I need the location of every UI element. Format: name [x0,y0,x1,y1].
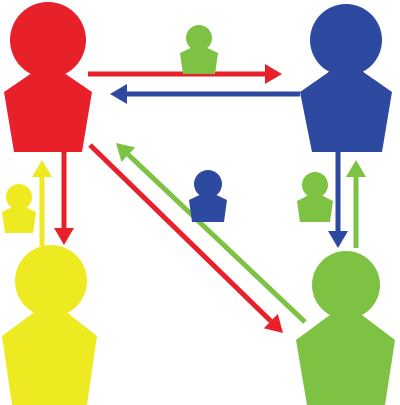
small-green-top-icon [180,25,218,74]
people-layer [2,2,395,405]
blue-person-body [300,60,392,152]
arrow-red-person-to-blue-person-arrowhead [265,64,282,84]
small-blue-center-head [194,170,222,198]
arrow-blue-person-to-red-person-arrowhead [110,84,127,104]
arrow-yellow-person-to-red-person-arrowhead [32,160,52,177]
arrow-red-person-to-yellow-person [54,152,74,245]
yellow-person-icon [2,245,97,405]
blue-person-icon [300,4,392,152]
small-yellow-left-body [2,204,36,233]
green-person-body [296,303,395,405]
arrow-yellow-person-to-red-person [32,160,52,246]
arrow-blue-person-to-green-person [328,152,348,248]
arrow-blue-person-to-red-person [110,84,300,104]
arrow-green-person-to-red-person-shaft [126,152,307,324]
green-person-icon [296,251,395,405]
arrow-green-person-to-red-person-arrowhead [116,143,136,162]
arrow-green-person-to-red-person [116,143,307,324]
red-person-body [4,62,92,152]
arrows-layer [32,64,366,333]
small-green-top-head [186,25,212,51]
small-yellow-left-head [6,184,32,210]
yellow-person-head [15,245,87,317]
small-green-top-body [180,44,218,74]
red-person-icon [4,2,92,152]
small-green-right-icon [297,172,333,222]
arrow-green-person-to-blue-person [346,160,366,248]
small-blue-center-body [189,191,227,222]
small-green-right-body [297,192,333,222]
small-blue-center-icon [189,170,227,222]
arrow-red-person-to-yellow-person-arrowhead [54,228,74,245]
small-yellow-left-icon [2,184,36,233]
arrow-red-person-to-green-person-shaft [88,143,273,323]
blue-person-head [310,4,382,76]
yellow-person-body [2,300,97,405]
arrow-green-person-to-blue-person-arrowhead [346,160,366,177]
small-green-right-head [302,172,328,198]
arrow-red-person-to-blue-person [88,64,282,84]
arrow-red-person-to-green-person [88,143,283,333]
red-person-head [10,2,86,78]
arrow-blue-person-to-green-person-arrowhead [328,231,348,248]
green-person-head [312,251,380,319]
arrow-red-person-to-green-person-arrowhead [263,313,283,333]
